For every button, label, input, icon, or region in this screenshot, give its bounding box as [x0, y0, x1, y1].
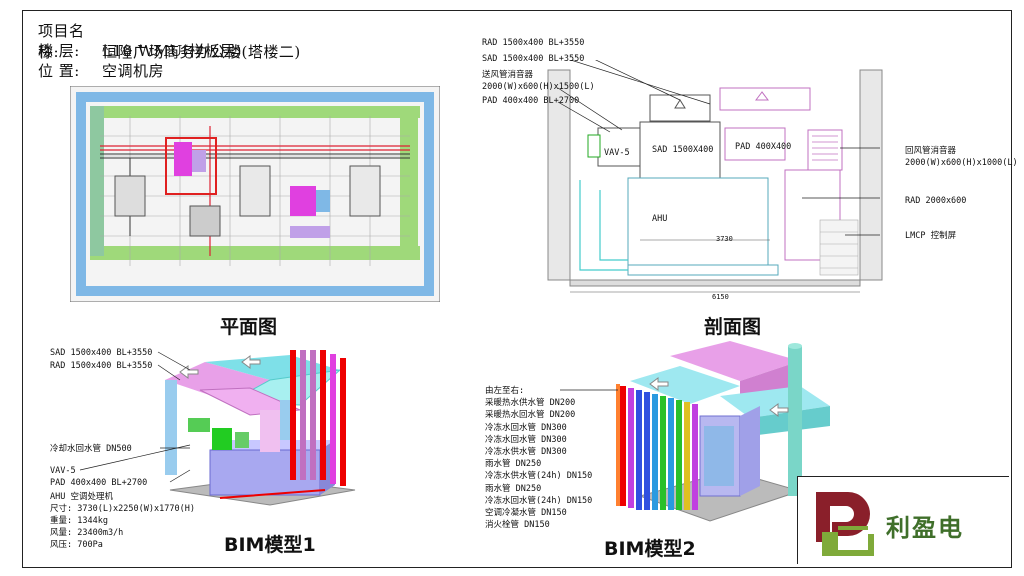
bim2-legend-item: 雨水管 DN250: [485, 459, 542, 470]
sec-lmcp-label: LMCP 控制屏: [905, 231, 957, 241]
bim2-legend-item: 冷冻水回水管(24h) DN150: [485, 495, 593, 506]
plan-caption: 平面图: [220, 316, 278, 338]
bim1-cw-return-label: 冷却水回水管 DN500: [50, 444, 132, 454]
project-key: 项目名称:: [38, 22, 85, 61]
sec-pad-label: PAD 400x400 BL+2700: [482, 96, 580, 106]
bim2-legend-item: 冷冻水供水管(24h) DN150: [485, 471, 593, 482]
bim-model-2-drawing: [616, 341, 830, 522]
bim1-size: 尺寸: 3730(L)x2250(W)x1770(H): [50, 504, 195, 514]
bim2-legend-item: 消火栓管 DN150: [485, 520, 550, 531]
sec-rad2-label: RAD 2000x600: [905, 196, 967, 206]
sec-sad-box-label: SAD 1500X400: [652, 145, 714, 155]
bim2-legend-title: 由左至右:: [485, 386, 525, 396]
bim2-legend-item: 空调冷凝水管 DN150: [485, 508, 567, 519]
section-view-drawing: [547, 60, 883, 293]
bim2-legend-item: 冷冻水供水管 DN300: [485, 447, 567, 458]
floor-row: 楼 层: L10 WMU(样板层): [38, 40, 242, 61]
section-caption: 剖面图: [704, 316, 762, 338]
bim2-legend-item: 冷冻水回水管 DN300: [485, 422, 567, 433]
bim1-leader-lines: [79, 351, 191, 483]
bim1-vav-label: VAV-5: [50, 466, 76, 476]
bim2-legend: 由左至右: 采暖热水供水管 DN200 采暖热水回水管 DN200 冷冻水回水管…: [485, 385, 592, 531]
sec-rad1-label: RAD 1500x400 BL+3550: [482, 38, 585, 48]
project-value: 恒隆广场商务办公楼(塔楼二): [102, 43, 301, 61]
bim1-rad-label: RAD 1500x400 BL+3550: [50, 361, 153, 371]
plan-view-drawing: [70, 86, 440, 302]
bim1-airflow: 风量: 23400m3/h: [50, 528, 124, 538]
location-key: 位 置:: [38, 62, 80, 80]
sec-dim-6150: 6150: [712, 293, 729, 301]
floor-key: 楼 层:: [38, 42, 80, 60]
bim1-ahu-title: AHU 空调处理机: [50, 492, 113, 502]
bim-model-1-drawing: [165, 350, 356, 506]
sec-return-silencer-title: 回风管消音器: [905, 146, 957, 156]
bim2-legend-item: 冷冻水回水管 DN300: [485, 434, 567, 445]
bim2-legend-item: 雨水管 DN250: [485, 483, 542, 494]
location-value: 空调机房: [102, 62, 165, 80]
bim1-pad-label: PAD 400x400 BL+2700: [50, 478, 148, 488]
sec-return-silencer-size: 2000(W)x600(H)x1000(L): [905, 158, 1018, 168]
bim1-pressure: 风压: 700Pa: [50, 540, 103, 550]
sec-silencer-title: 送风管消音器: [482, 70, 534, 80]
location-row: 位 置: 空调机房: [38, 60, 164, 81]
bim1-sad-label: SAD 1500x400 BL+3550: [50, 348, 153, 358]
sec-vav-label: VAV-5: [604, 148, 630, 158]
sec-silencer-size: 2000(W)x600(H)x1500(L): [482, 82, 595, 92]
bim2-leader-line: [560, 389, 618, 391]
logo-text: 利盈电: [886, 513, 964, 542]
bim2-legend-item: 采暖热水回水管 DN200: [485, 410, 576, 421]
bim1-weight: 重量: 1344kg: [50, 516, 108, 526]
bim1-caption: BIM模型1: [224, 534, 316, 556]
sec-ahu-label: AHU: [652, 214, 668, 224]
floor-value: L10 WMU(样板层): [102, 42, 242, 60]
logo-mark-icon: [816, 492, 874, 556]
project-name-row: 项目名称: 恒隆广场商务办公楼(塔楼二): [38, 20, 301, 62]
sec-dim-3730: 3730: [716, 235, 733, 243]
bim2-caption: BIM模型2: [604, 538, 696, 560]
sec-sad1-label: SAD 1500x400 BL+3550: [482, 54, 585, 64]
bim2-legend-item: 采暖热水供水管 DN200: [485, 398, 576, 409]
sec-pad-box-label: PAD 400X400: [735, 142, 792, 152]
